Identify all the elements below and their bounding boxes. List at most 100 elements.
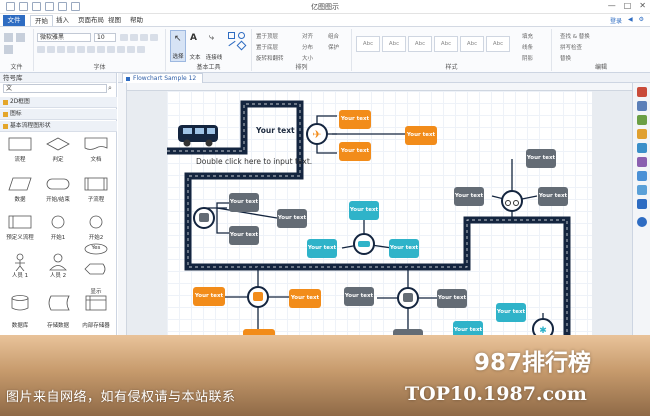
send-back-button[interactable]: 置于底层 — [256, 45, 279, 51]
shape-database[interactable]: 数据库 — [2, 295, 38, 329]
category-2d-diagram[interactable]: 2D框图 — [0, 97, 117, 108]
node-teal-1[interactable]: Your text — [349, 201, 379, 220]
shape-internal-storage[interactable]: 内部存储器 — [78, 295, 114, 329]
shadow-panel-icon[interactable] — [637, 129, 647, 139]
shape-person-2[interactable]: 人员 2 — [40, 253, 76, 279]
node-orange-1[interactable]: Your text — [339, 110, 371, 129]
minimize-button[interactable]: — — [607, 1, 616, 10]
diamond-icon[interactable] — [236, 40, 247, 51]
tab-insert[interactable]: 插入 — [56, 16, 69, 24]
style-preset-2[interactable]: Abc — [382, 36, 406, 52]
maximize-button[interactable]: □ — [623, 1, 632, 10]
style-preset-5[interactable]: Abc — [460, 36, 484, 52]
align-button[interactable]: 对齐 — [302, 34, 314, 40]
login-link[interactable]: 登录 — [609, 18, 622, 25]
shape-predefined-process[interactable]: 预定义流程 — [2, 215, 38, 241]
shape-decision[interactable]: 判定 — [40, 137, 76, 163]
rectangle-icon[interactable] — [228, 32, 235, 39]
shape-start-end[interactable]: 开始/结束 — [40, 177, 76, 203]
node-gray-5[interactable]: Your text — [454, 187, 484, 206]
node-orange-4[interactable]: Your text — [193, 287, 225, 306]
print-icon[interactable] — [45, 2, 54, 11]
save-icon[interactable] — [32, 2, 41, 11]
group-button[interactable]: 组合 — [328, 34, 340, 40]
input-hint-text[interactable]: Double click here to input text. — [196, 157, 313, 166]
shape-start-2[interactable]: 开始2 — [78, 215, 114, 241]
shape-document[interactable]: 文档 — [78, 137, 114, 163]
node-orange-2[interactable]: Your text — [405, 126, 437, 145]
attachment-icon[interactable] — [637, 185, 647, 195]
line-panel-icon[interactable] — [637, 115, 647, 125]
category-icons[interactable]: 图标 — [0, 109, 117, 120]
shape-start-1[interactable]: 开始1 — [40, 215, 76, 241]
format-icon[interactable] — [637, 87, 647, 97]
hyperlink-icon[interactable] — [637, 171, 647, 181]
node-orange-5[interactable]: Your text — [289, 289, 321, 308]
node-gray-3[interactable]: Your text — [229, 226, 259, 245]
document-tab[interactable]: Flowchart Sample 12 — [122, 73, 204, 83]
comment-icon[interactable] — [637, 199, 647, 209]
shape-data[interactable]: 数据 — [2, 177, 38, 203]
node-teal-4[interactable]: Your text — [496, 303, 526, 322]
shape-person-1[interactable]: 人员 1 — [2, 253, 38, 279]
font-size-select[interactable]: 10 — [94, 33, 116, 42]
tab-view[interactable]: 视图 — [108, 16, 121, 24]
tab-page-layout[interactable]: 页面布局 — [78, 16, 104, 24]
layer-panel-icon[interactable] — [637, 157, 647, 167]
size-button[interactable]: 大小 — [302, 56, 314, 62]
shadow-button[interactable]: 阴影 — [522, 56, 534, 62]
bring-front-button[interactable]: 置于顶层 — [256, 34, 279, 40]
node-gray-7[interactable]: Your text — [344, 287, 374, 306]
node-gray-2[interactable]: Your text — [277, 209, 307, 228]
search-icon[interactable]: ⌕ — [108, 84, 112, 92]
node-gray-6[interactable]: Your text — [538, 187, 568, 206]
text-style-icons[interactable] — [37, 46, 147, 55]
style-preset-4[interactable]: Abc — [434, 36, 458, 52]
node-gray-4[interactable]: Your text — [526, 149, 556, 168]
cut-icon[interactable] — [4, 33, 13, 42]
rotate-flip-button[interactable]: 旋转和翻转 — [256, 56, 284, 62]
category-basic-flowchart[interactable]: 基本流程图形状 — [0, 121, 117, 132]
copy-icon[interactable] — [16, 33, 25, 42]
protect-button[interactable]: 保护 — [328, 45, 340, 51]
fill-button[interactable]: 填充 — [522, 34, 534, 40]
node-orange-6[interactable]: Your text — [243, 329, 275, 335]
undo-icon[interactable] — [58, 2, 67, 11]
paste-icon[interactable] — [4, 45, 13, 54]
node-teal-2[interactable]: Your text — [307, 239, 337, 258]
node-gray-9[interactable]: Your text — [393, 329, 423, 335]
open-icon[interactable] — [19, 2, 28, 11]
node-gray-1[interactable]: Your text — [229, 193, 259, 212]
node-teal-3[interactable]: Your text — [389, 239, 419, 258]
redo-icon[interactable] — [71, 2, 80, 11]
tab-help[interactable]: 帮助 — [130, 16, 143, 24]
line-icon[interactable] — [228, 40, 236, 47]
font-format-icons[interactable] — [120, 34, 160, 43]
diagram-heading[interactable]: Your text — [256, 126, 295, 135]
shape-display[interactable]: 显示 — [78, 263, 114, 295]
tab-home[interactable]: 开始 — [30, 15, 53, 26]
line-button[interactable]: 线条 — [522, 45, 534, 51]
font-name-select[interactable]: 微软雅黑 — [37, 33, 91, 42]
help-icon[interactable] — [637, 217, 647, 227]
new-icon[interactable] — [6, 2, 15, 11]
settings-icon[interactable]: ⚙ — [638, 16, 644, 23]
spell-check-button[interactable]: 拼写检查 — [560, 45, 583, 51]
shape-subprocess[interactable]: 子流程 — [78, 177, 114, 203]
style-preset-1[interactable]: Abc — [356, 36, 380, 52]
ellipse-icon[interactable] — [238, 32, 245, 39]
connector-tool-button[interactable]: ⤷ 连接线 — [204, 30, 224, 62]
text-tool-button[interactable]: A 文本 — [188, 30, 202, 62]
share-icon[interactable]: ◀ — [627, 16, 633, 23]
symbol-search-input[interactable]: 文 — [3, 84, 107, 93]
replace-button[interactable]: 替换 — [560, 56, 572, 62]
shape-process[interactable]: 流程 — [2, 137, 38, 163]
distribute-button[interactable]: 分布 — [302, 45, 314, 51]
node-orange-3[interactable]: Your text — [339, 142, 371, 161]
shape-stored-data[interactable]: 存储数据 — [40, 295, 76, 329]
style-preset-6[interactable]: Abc — [486, 36, 510, 52]
fill-panel-icon[interactable] — [637, 101, 647, 111]
node-teal-5[interactable]: Your text — [453, 321, 483, 335]
shape-yes-ellipse[interactable]: Yes — [78, 243, 114, 269]
style-preset-3[interactable]: Abc — [408, 36, 432, 52]
